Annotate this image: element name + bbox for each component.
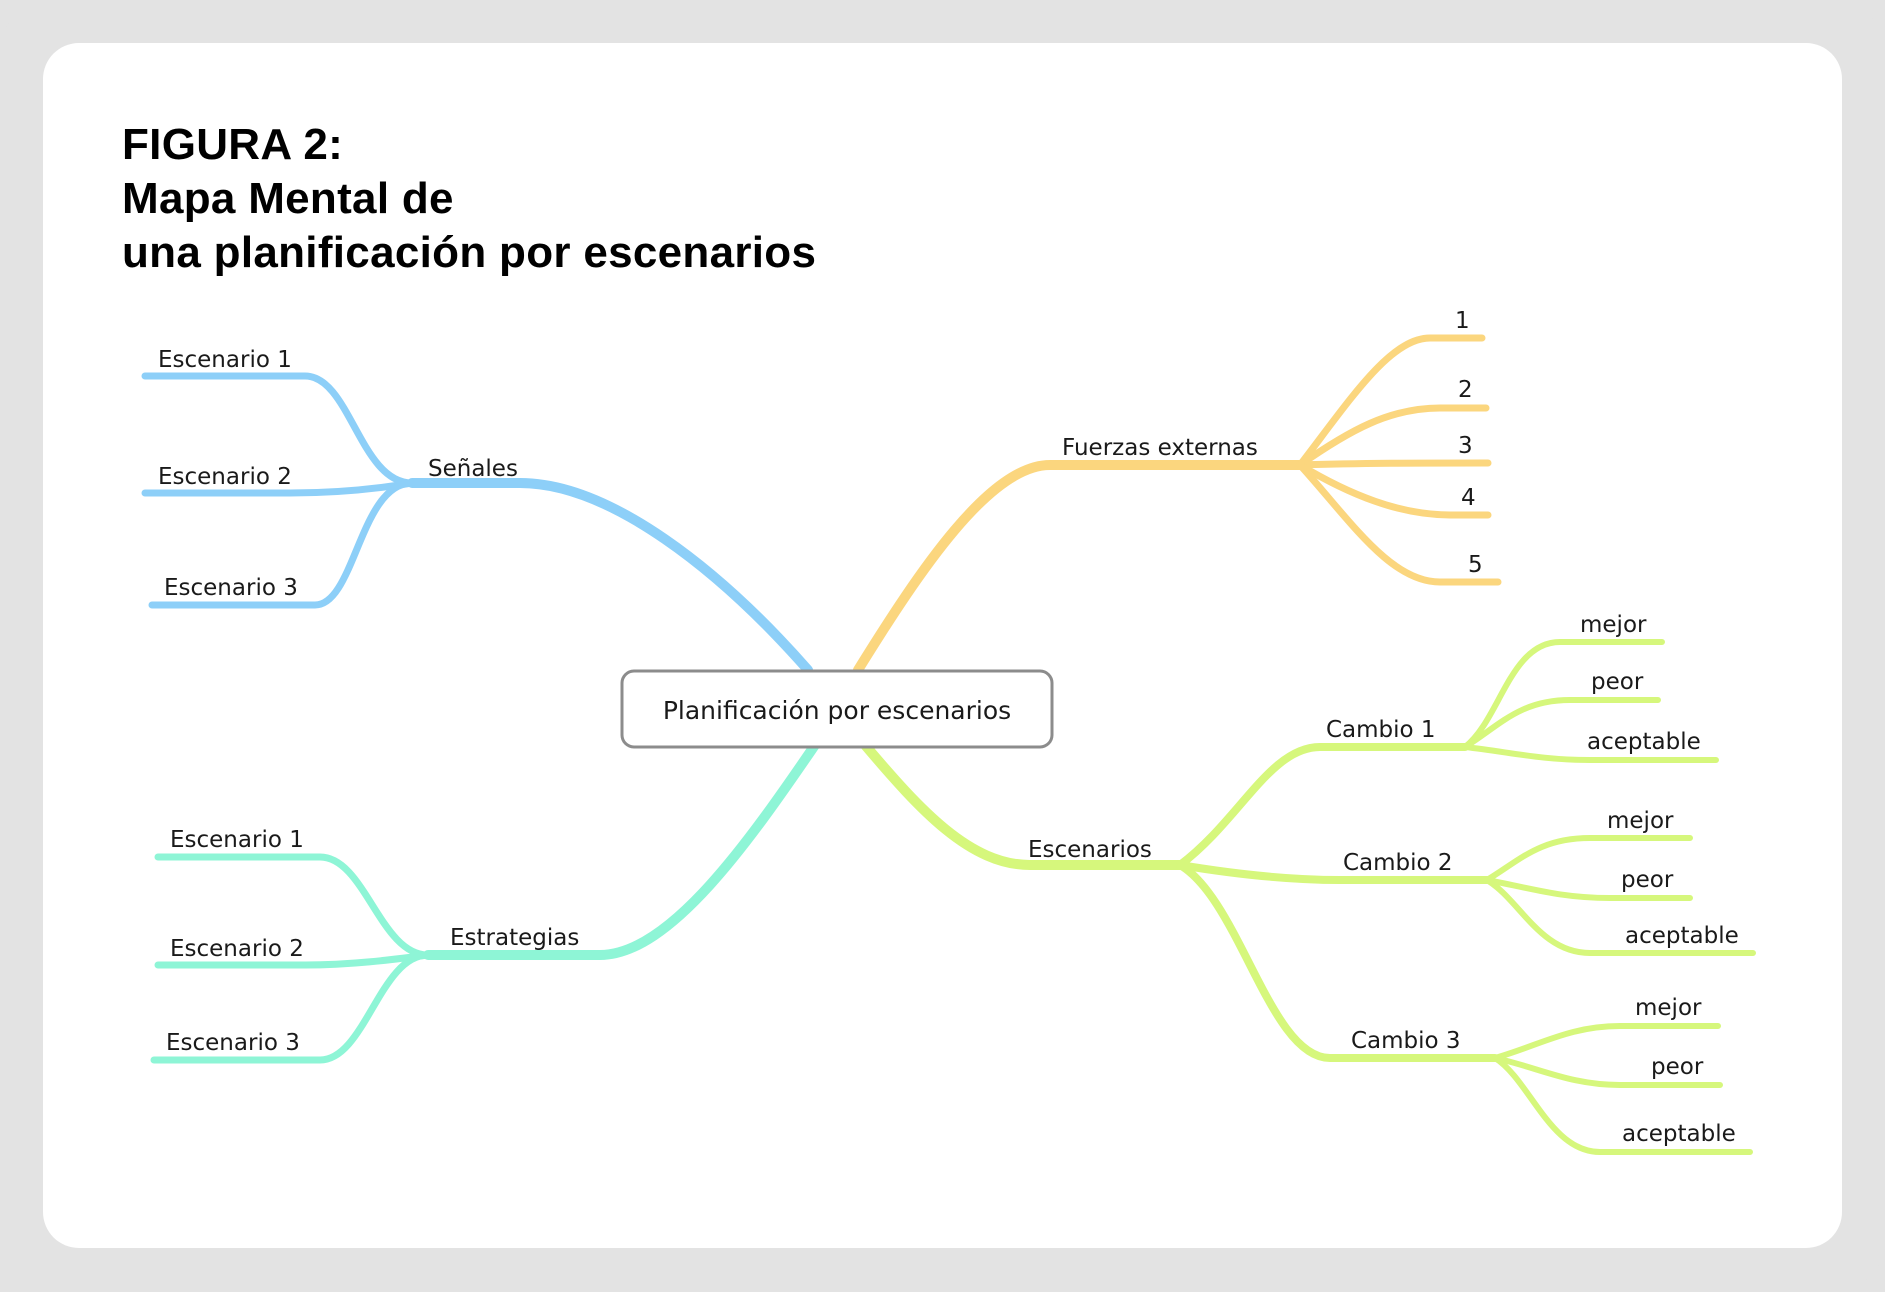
connector-fuerzas-3 bbox=[1296, 459, 1492, 469]
figure-title-line-3: una planificación por escenarios bbox=[122, 228, 817, 277]
connector-fuerzas-5 bbox=[1296, 461, 1502, 586]
node-cambio-1-mejor: mejor bbox=[1580, 612, 1647, 638]
central-node-label: Planificación por escenarios bbox=[663, 696, 1011, 725]
connector-escenarios-cambio-3 bbox=[1176, 861, 1499, 1062]
figure-title-line-2: Mapa Mental de bbox=[122, 174, 454, 223]
node-estrategias-escenario-1: Escenario 1 bbox=[170, 827, 304, 853]
senales-branch bbox=[141, 372, 813, 675]
node-fuerza-5: 5 bbox=[1468, 552, 1483, 578]
connector-senales-escenario-3 bbox=[148, 479, 416, 609]
node-estrategias: Estrategias bbox=[450, 925, 579, 951]
connector-escenarios-cambio-1 bbox=[1176, 743, 1469, 869]
connector-fuerzas-2 bbox=[1296, 404, 1490, 469]
node-senales-escenario-1: Escenario 1 bbox=[158, 347, 292, 373]
escenarios-branch bbox=[860, 639, 1756, 1155]
connector-estrategias-escenario-1 bbox=[154, 853, 432, 959]
node-cambio-2-mejor: mejor bbox=[1607, 808, 1674, 834]
connector-central-senales bbox=[407, 478, 813, 675]
central-node: Planificación por escenarios bbox=[620, 669, 1054, 749]
node-cambio-3-aceptable: aceptable bbox=[1622, 1121, 1736, 1147]
node-cambio-2: Cambio 2 bbox=[1343, 850, 1453, 876]
node-estrategias-escenario-3: Escenario 3 bbox=[166, 1030, 300, 1056]
connector-central-fuerzas bbox=[853, 460, 1305, 675]
connector-central-escenarios bbox=[860, 740, 1185, 870]
central-node-box bbox=[620, 669, 1054, 749]
node-escenarios: Escenarios bbox=[1028, 837, 1152, 863]
connector-fuerzas-1 bbox=[1296, 334, 1486, 469]
node-cambio-2-peor: peor bbox=[1621, 867, 1674, 893]
node-senales-escenario-3: Escenario 3 bbox=[164, 575, 298, 601]
estrategias-branch bbox=[150, 740, 820, 1064]
connector-central-estrategias bbox=[423, 740, 820, 960]
node-estrategias-escenario-2: Escenario 2 bbox=[170, 936, 304, 962]
connector-escenarios-cambio-2 bbox=[1176, 861, 1491, 884]
figure-title: FIGURA 2: Mapa Mental de una planificaci… bbox=[122, 118, 816, 280]
connector-cambio-3-peor bbox=[1492, 1055, 1723, 1088]
node-cambio-1: Cambio 1 bbox=[1326, 717, 1436, 743]
node-cambio-3: Cambio 3 bbox=[1351, 1028, 1461, 1054]
fuerzas-branch bbox=[853, 334, 1502, 675]
node-cambio-3-peor: peor bbox=[1651, 1054, 1704, 1080]
connector-cambio-2-aceptable bbox=[1484, 877, 1756, 956]
connector-cambio-1-aceptable bbox=[1462, 744, 1719, 763]
node-cambio-2-aceptable: aceptable bbox=[1625, 923, 1739, 949]
figure-title-line-1: FIGURA 2: bbox=[122, 120, 344, 169]
node-cambio-1-aceptable: aceptable bbox=[1587, 729, 1701, 755]
connector-cambio-2-mejor bbox=[1484, 835, 1693, 883]
node-fuerzas-externas: Fuerzas externas bbox=[1062, 435, 1258, 461]
connector-cambio-3-aceptable bbox=[1492, 1055, 1753, 1155]
connector-cambio-1-mejor bbox=[1462, 639, 1665, 750]
node-senales-escenario-2: Escenario 2 bbox=[158, 464, 292, 490]
node-fuerza-4: 4 bbox=[1461, 485, 1476, 511]
connector-cambio-1-peor bbox=[1462, 697, 1661, 750]
connector-fuerzas-4 bbox=[1296, 461, 1492, 519]
node-cambio-3-mejor: mejor bbox=[1635, 995, 1702, 1021]
node-fuerza-3: 3 bbox=[1458, 433, 1473, 459]
connector-cambio-3-mejor bbox=[1492, 1023, 1721, 1061]
node-fuerza-2: 2 bbox=[1458, 377, 1473, 403]
node-cambio-1-peor: peor bbox=[1591, 669, 1644, 695]
connector-senales-escenario-1 bbox=[141, 372, 416, 487]
node-senales: Señales bbox=[428, 456, 518, 482]
connector-estrategias-escenario-3 bbox=[150, 951, 432, 1064]
node-fuerza-1: 1 bbox=[1455, 308, 1470, 334]
connector-cambio-2-peor bbox=[1484, 877, 1693, 901]
